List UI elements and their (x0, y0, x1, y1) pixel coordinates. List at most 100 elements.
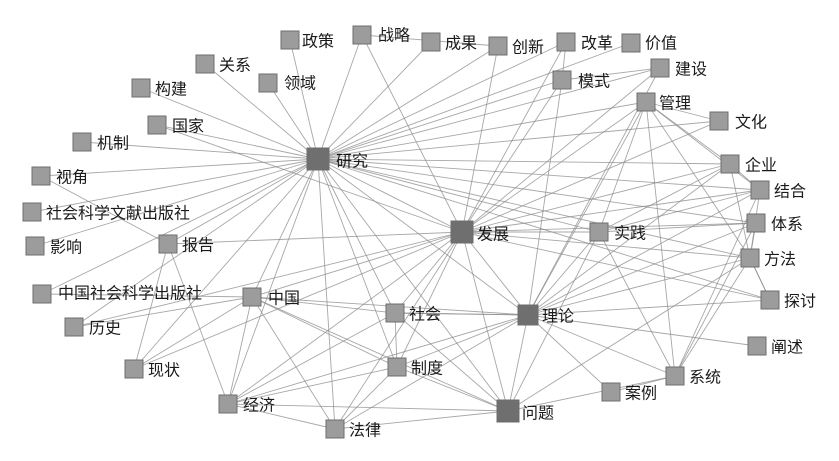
node-box-xitong (665, 366, 685, 386)
edge-xitong-shijian (598, 231, 676, 377)
node-box-zhongguo (242, 287, 262, 307)
node-layer: 政策战略成果创新改革价值关系领域构建建设模式管理国家文化机制研究企业视角结合社会… (22, 25, 816, 440)
node-label-anli: 案例 (625, 384, 657, 403)
node-shijian: 实践 (589, 222, 646, 243)
node-shehui: 社会 (385, 303, 441, 324)
edge-zhongguo-falv (251, 296, 336, 430)
node-box-wenhua (709, 111, 729, 131)
node-label-gaige: 改革 (581, 34, 613, 53)
node-box-jizhi (72, 132, 92, 152)
edge-fazhan-zhidu (396, 231, 463, 368)
node-box-lingyu (258, 73, 278, 93)
node-label-tantao: 探讨 (784, 292, 816, 311)
edge-fazhan-gaige (461, 41, 567, 233)
edge-lilun-moshi (527, 79, 563, 316)
edge-baogao-xianzhuang (133, 243, 169, 370)
node-tixi: 体系 (746, 213, 803, 234)
edge-fangfa-qiye (729, 163, 751, 259)
edge-wenti-shehui (394, 312, 509, 412)
edge-yanjiu-lilun (317, 158, 529, 316)
node-box-wenti (496, 399, 520, 423)
node-jianshe: 建设 (650, 58, 707, 79)
node-box-falv (325, 419, 345, 439)
node-label-shijian: 实践 (614, 224, 646, 243)
node-xianzhuang: 现状 (124, 359, 180, 380)
node-box-lilun (517, 304, 539, 326)
edge-fazhan-lilun (461, 231, 529, 316)
node-jiehe: 结合 (750, 180, 806, 201)
edge-jianshe-moshi (561, 67, 661, 81)
node-box-zhanlue (352, 25, 372, 45)
edge-lilun-guanli (527, 101, 647, 316)
edge-yanjiu-chuangxin (317, 45, 499, 160)
node-label-baogao: 报告 (182, 236, 214, 255)
node-anli: 案例 (601, 382, 657, 403)
edge-yanjiu-guojia (156, 124, 319, 160)
node-box-zhengce (280, 30, 300, 50)
edge-zhongguo-zhidu (251, 296, 398, 368)
node-label-shehui: 社会 (409, 305, 441, 324)
node-label-xianzhuang: 现状 (148, 361, 180, 380)
edge-lilun-wenti (507, 314, 529, 412)
node-label-guanli: 管理 (659, 94, 691, 113)
node-lilun: 理论 (517, 304, 574, 326)
edge-lilun-fangfa (527, 257, 751, 316)
edge-lilun-anli (527, 314, 612, 393)
edge-lilun-qiye (527, 163, 731, 316)
edge-wenti-falv (334, 410, 509, 430)
edge-shehui-lilun (394, 312, 529, 316)
node-label-jianshe: 建设 (675, 60, 707, 79)
edge-yanjiu-baogao (167, 158, 319, 245)
node-label-shehui_chubanshe: 社会科学文献出版社 (46, 204, 190, 223)
node-wenti: 问题 (496, 399, 554, 423)
edge-yanjiu-fangfa (317, 158, 751, 259)
node-label-moshi: 模式 (578, 72, 610, 91)
edge-wenti-shijian (507, 231, 600, 412)
edge-wenti-zhongguo (251, 296, 509, 412)
edge-yanjiu-zhengce (289, 39, 319, 160)
node-jingji: 经济 (218, 394, 275, 415)
node-shehui_chubanshe: 社会科学文献出版社 (22, 202, 190, 223)
edge-xitong-tixi (674, 222, 757, 377)
node-box-shijian (589, 222, 609, 242)
edge-yanjiu-zhidu (317, 158, 398, 368)
node-box-chuangxin (488, 36, 508, 56)
node-box-moshi (552, 70, 572, 90)
node-lingyu: 领域 (258, 73, 316, 93)
node-jiazhi: 价值 (621, 33, 677, 53)
node-moshi: 模式 (552, 70, 610, 91)
edge-lilun-shijian (527, 231, 600, 316)
edge-guanli-shijian (598, 101, 647, 233)
node-qiye: 企业 (720, 154, 777, 175)
edge-yanjiu-zhongguo_chubanshe (41, 158, 319, 295)
node-label-jingji: 经济 (243, 396, 275, 415)
node-label-jiazhi: 价值 (645, 34, 677, 53)
node-box-baogao (158, 234, 178, 254)
node-guanli: 管理 (636, 92, 691, 113)
node-box-lishi (64, 317, 84, 337)
edge-guanli-wenhua (645, 101, 720, 122)
edge-fazhan-chuangxin (461, 45, 499, 233)
edge-zhongguo-jingji (227, 296, 253, 405)
edge-zhongguo-xianzhuang (133, 296, 253, 370)
edge-zhidu-jingji (227, 366, 398, 405)
node-guojia: 国家 (147, 115, 204, 136)
edge-lilun-chanshu (527, 314, 758, 347)
node-xitong: 系统 (665, 366, 721, 387)
edge-fazhan-lishi (73, 231, 463, 328)
node-box-tantao (760, 290, 780, 310)
edge-yanjiu-wenti (317, 158, 509, 412)
edge-yanjiu-shijian (317, 158, 600, 233)
edge-fazhan-wenti (461, 231, 509, 412)
node-yanjiu: 研究 (306, 147, 368, 171)
node-box-guanxi (195, 54, 215, 74)
edge-fazhan-wenhua (461, 120, 720, 233)
node-label-jiehe: 结合 (774, 182, 806, 201)
edge-wenti-xitong (507, 375, 676, 412)
edge-guanli-jiehe (645, 101, 761, 191)
node-label-jizhi: 机制 (97, 134, 129, 153)
edge-lilun-xitong (527, 314, 676, 377)
edge-shijian-tixi (598, 222, 757, 233)
